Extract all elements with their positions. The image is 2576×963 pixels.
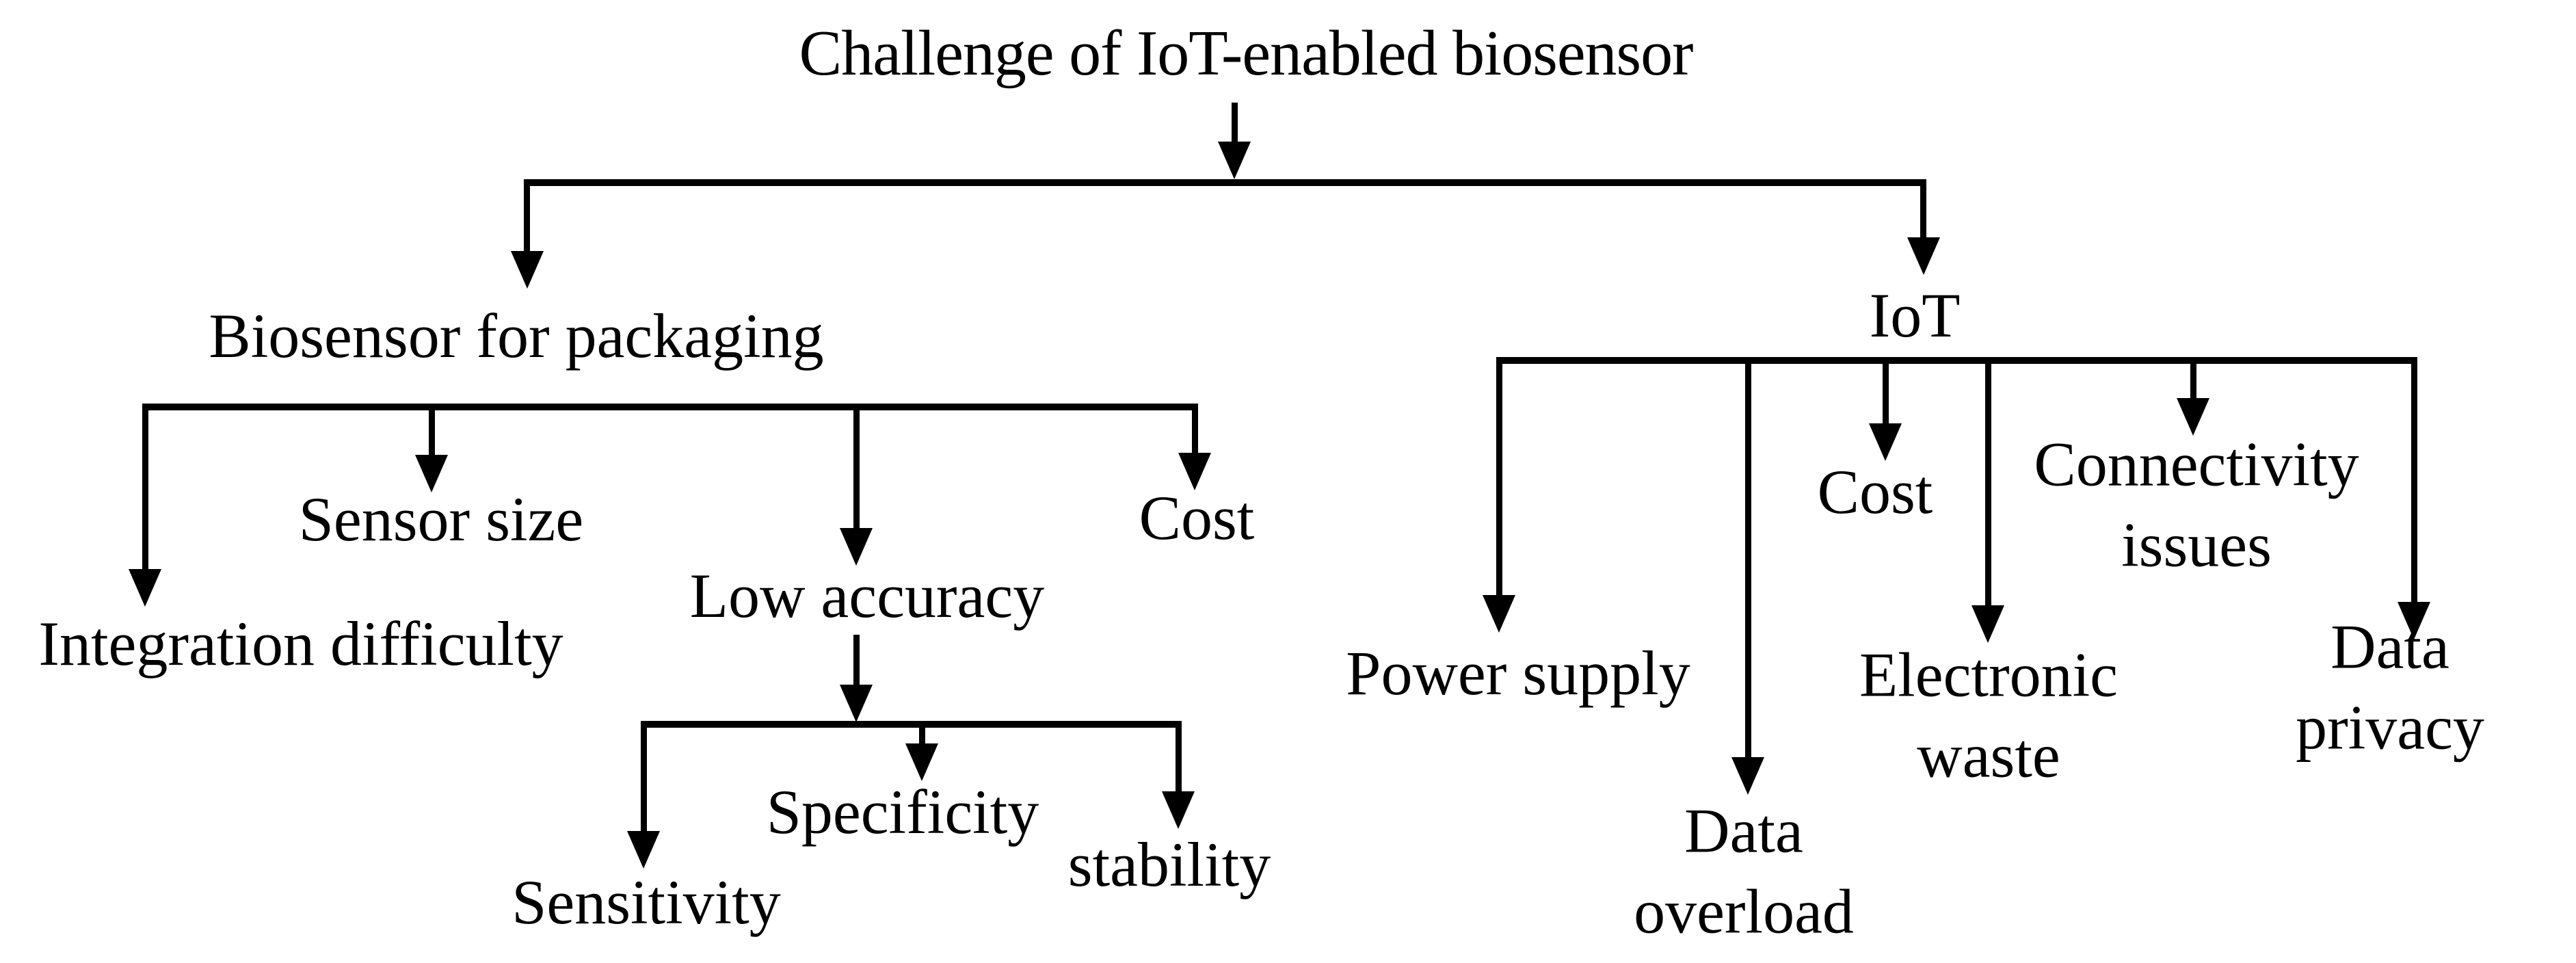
connector-low-accuracy-stem — [853, 404, 860, 531]
node-iot: IoT — [1869, 280, 1961, 351]
connector-sensitivity-stem — [641, 721, 647, 834]
arrowhead-root — [1218, 142, 1251, 179]
connector-integration-stem — [142, 404, 148, 572]
arrowhead-electronic-waste — [1971, 605, 2004, 643]
arrowhead-power-supply — [1483, 595, 1515, 633]
arrowhead-low-accuracy-down — [840, 685, 873, 722]
node-data-privacy: Data privacy — [2296, 611, 2484, 762]
arrowhead-cost-left — [1178, 453, 1211, 490]
connector-specificity-stem — [919, 721, 925, 747]
arrowhead-stability — [1162, 791, 1195, 829]
arrowhead-iot — [1907, 237, 1940, 275]
connector-low-accuracy-down-stem — [853, 635, 860, 688]
node-sensor-size: Sensor size — [298, 484, 584, 555]
connector-stability-stem — [1176, 721, 1182, 795]
arrowhead-sensor-size — [415, 455, 448, 492]
node-biosensor-packaging: Biosensor for packaging — [209, 301, 824, 371]
connector-connectivity-stem — [2190, 357, 2196, 401]
arrowhead-biosensor — [511, 251, 544, 289]
arrowhead-low-accuracy — [840, 528, 873, 566]
connector-data-privacy-stem — [2411, 357, 2417, 605]
node-integration-difficulty: Integration difficulty — [38, 609, 563, 679]
node-root-title: Challenge of IoT-enabled biosensor — [799, 17, 1694, 89]
connector-data-overload-stem — [1745, 357, 1751, 761]
arrowhead-cost-right — [1869, 423, 1902, 461]
connector-biosensor-stem — [524, 179, 530, 254]
arrowhead-connectivity — [2177, 398, 2209, 436]
node-cost-biosensor: Cost — [1139, 483, 1255, 553]
arrowhead-integration — [129, 569, 161, 607]
connector-cost-left-stem — [1192, 404, 1198, 456]
connector-sensor-size-stem — [429, 404, 435, 458]
node-sensitivity: Sensitivity — [512, 867, 781, 938]
node-low-accuracy: Low accuracy — [689, 561, 1045, 631]
node-specificity: Specificity — [766, 777, 1039, 847]
arrowhead-data-overload — [1731, 757, 1764, 795]
node-connectivity-issues: Connectivity issues — [2034, 429, 2359, 579]
arrowhead-specificity — [905, 743, 938, 781]
connector-iot-stem — [1920, 179, 1926, 241]
connector-sub-bar — [641, 721, 1181, 728]
connector-root-stem — [1232, 103, 1238, 148]
connector-left-bar — [142, 404, 1197, 410]
node-stability: stability — [1067, 830, 1271, 900]
connector-power-supply-stem — [1496, 357, 1502, 598]
node-data-overload: Data overload — [1634, 795, 1854, 946]
connector-iot-bar — [1496, 357, 2417, 364]
node-electronic-waste: Electronic waste — [1859, 639, 2119, 790]
connector-cost-right-stem — [1883, 357, 1889, 427]
connector-electronic-waste-stem — [1985, 357, 1991, 609]
arrowhead-sensitivity — [627, 831, 660, 869]
connector-main-bar — [524, 179, 1926, 186]
node-power-supply: Power supply — [1346, 638, 1690, 709]
node-cost-iot: Cost — [1817, 457, 1933, 527]
arrowhead-data-privacy — [2398, 602, 2430, 639]
